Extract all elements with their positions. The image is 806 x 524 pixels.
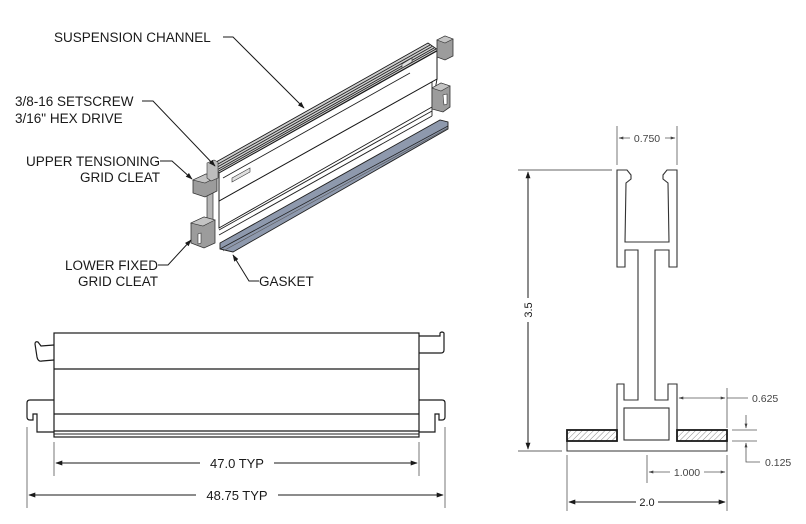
callout-lower-cleat-line2: GRID CLEAT (78, 274, 158, 289)
lower-fixed-grid-cleat (190, 216, 216, 249)
dim-gasket-thickness: 0.125 (765, 457, 791, 469)
dim-height: 3.5 (523, 302, 535, 317)
callout-lower-cleat-line1: LOWER FIXED (65, 258, 158, 273)
leader-setscrew (142, 100, 216, 167)
leader-gasket (232, 254, 259, 282)
elevation-upper-cleat-right (419, 331, 445, 354)
leader-suspension-channel (223, 36, 305, 109)
dim-gasket-width: 0.625 (752, 393, 778, 405)
dim-channel-width: 0.750 (634, 133, 660, 145)
dim-half-base: 1.000 (674, 467, 700, 479)
callout-upper-cleat-line1: UPPER TENSIONING (26, 154, 160, 169)
profile-outline (566, 169, 728, 452)
callout-suspension-channel: SUSPENSION CHANNEL (54, 30, 211, 45)
dim-inner-length: 47.0 TYP (210, 456, 264, 471)
callout-gasket: GASKET (259, 274, 314, 289)
dim-base-width: 2.0 (639, 497, 654, 509)
elevation-view: 47.0 TYP 48.75 TYP (26, 331, 446, 508)
gasket-section-left (566, 429, 618, 442)
gasket-strip (219, 119, 449, 253)
gasket-section-right (676, 429, 728, 442)
profile-hollow-box (623, 407, 670, 441)
callout-setscrew-line2: 3/16" HEX DRIVE (15, 111, 123, 126)
dim-overall-length: 48.75 TYP (206, 488, 267, 503)
cross-section-view: 0.750 3.5 0.625 0.125 1.000 2.0 (518, 126, 791, 511)
upper-cleat-right (436, 35, 454, 61)
elevation-lower-cleat-right (419, 399, 446, 433)
callout-upper-cleat-line2: GRID CLEAT (80, 170, 160, 185)
leader-upper-cleat (160, 160, 193, 180)
elevation-lower-cleat-left (26, 399, 54, 433)
elevation-upper-cleat-left (34, 341, 55, 362)
callout-setscrew-line1: 3/8-16 SETSCREW (15, 94, 134, 109)
leader-lower-cleat (158, 239, 192, 266)
lower-cleat-right (431, 82, 451, 113)
cleat-post (206, 191, 214, 223)
isometric-view: SUSPENSION CHANNEL 3/8-16 SETSCREW 3/16"… (15, 30, 454, 289)
